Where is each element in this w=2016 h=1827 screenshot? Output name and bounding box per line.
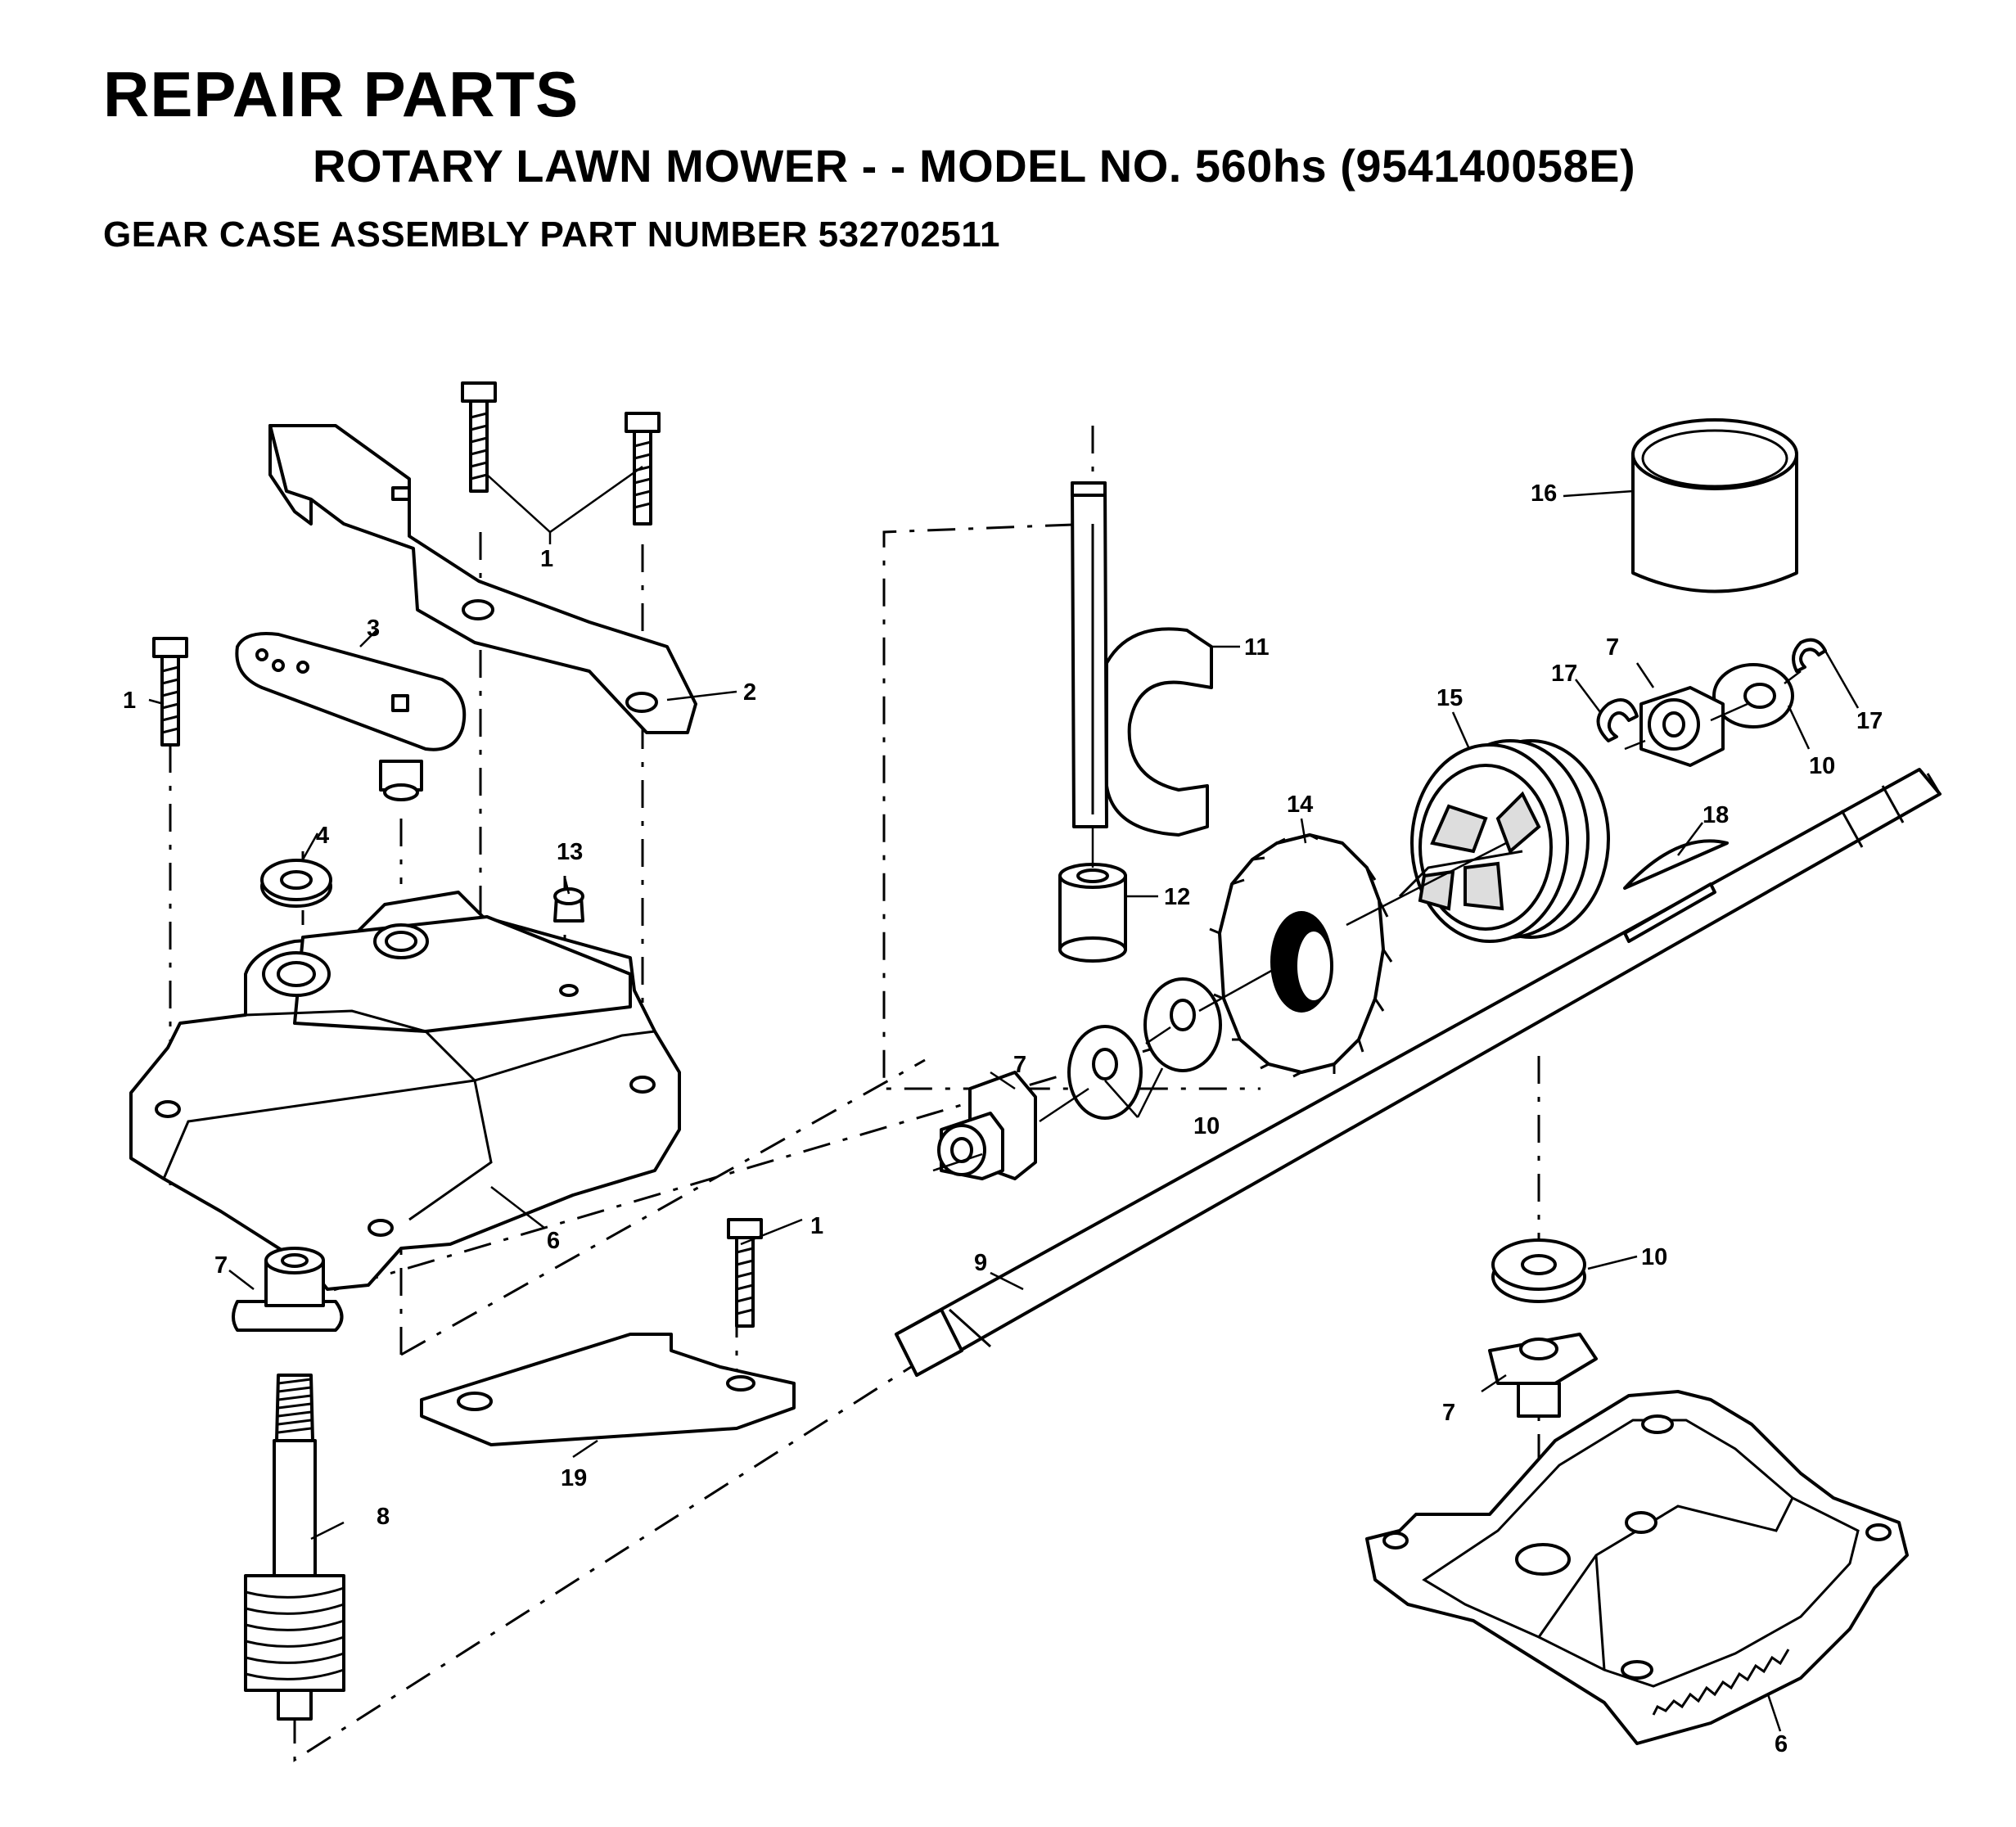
part-2-bracket xyxy=(268,424,697,734)
part-11-shift-fork xyxy=(1071,481,1213,837)
callout-17: 17 xyxy=(1856,708,1883,734)
callout-14: 14 xyxy=(1287,792,1313,818)
callout-4: 4 xyxy=(316,823,329,849)
model-subtitle: ROTARY LAWN MOWER - - MODEL NO. 560hs (9… xyxy=(313,140,1636,192)
part-18-key xyxy=(1623,839,1729,890)
callout-1: 1 xyxy=(810,1213,823,1239)
part-16-cup xyxy=(1631,418,1798,593)
part-9-axle-shaft xyxy=(895,768,1942,1377)
assembly-part-number: GEAR CASE ASSEMBLY PART NUMBER 532702511 xyxy=(103,214,1000,255)
callout-10: 10 xyxy=(1809,753,1835,779)
callout-7: 7 xyxy=(1606,634,1619,661)
callout-17: 17 xyxy=(1551,661,1577,687)
part-12-bushing xyxy=(1058,863,1127,963)
part-1-bolts xyxy=(152,381,763,1328)
leader-lines xyxy=(148,489,1860,1732)
callout-13: 13 xyxy=(557,839,583,865)
part-14-gear xyxy=(1209,833,1393,1078)
callout-7: 7 xyxy=(1442,1400,1455,1426)
part-10-washers xyxy=(1067,663,1794,1303)
callout-18: 18 xyxy=(1703,802,1729,828)
callout-1: 1 xyxy=(123,688,136,714)
callout-1: 1 xyxy=(540,546,553,572)
part-4-washer xyxy=(260,859,332,908)
part-7-bushings xyxy=(937,686,1725,1418)
page-title: REPAIR PARTS xyxy=(103,58,580,130)
part-13-plug xyxy=(553,887,584,923)
part-19-gasket xyxy=(420,1333,796,1446)
callout-6: 6 xyxy=(547,1228,560,1254)
callout-2: 2 xyxy=(743,679,756,706)
part-8-worm-shaft xyxy=(244,1374,345,1721)
part-6-gear-case-upper xyxy=(129,891,681,1291)
part-15-clutch xyxy=(1398,739,1610,943)
part-7-bushing-lower-left xyxy=(232,1247,344,1332)
callout-19: 19 xyxy=(561,1465,587,1491)
callout-7: 7 xyxy=(214,1252,228,1279)
callout-10: 10 xyxy=(1641,1244,1667,1270)
callout-12: 12 xyxy=(1164,884,1190,910)
callout-3: 3 xyxy=(367,616,380,642)
callout-15: 15 xyxy=(1436,685,1463,711)
callout-10: 10 xyxy=(1193,1113,1220,1139)
callout-6: 6 xyxy=(1775,1731,1788,1757)
part-17-retaining-clips xyxy=(1596,638,1827,742)
part-3-shift-lever xyxy=(235,632,467,801)
callout-labels: 1 1 1 2 3 4 6 6 7 7 7 7 8 9 10 10 10 11 … xyxy=(123,480,1883,1757)
callout-7: 7 xyxy=(1013,1052,1026,1078)
callout-11: 11 xyxy=(1244,634,1270,661)
part-axes xyxy=(932,670,1802,1172)
callout-9: 9 xyxy=(974,1250,987,1276)
callout-16: 16 xyxy=(1531,480,1557,507)
callout-8: 8 xyxy=(377,1504,390,1530)
part-6-gear-case-lower xyxy=(1365,1390,1909,1745)
